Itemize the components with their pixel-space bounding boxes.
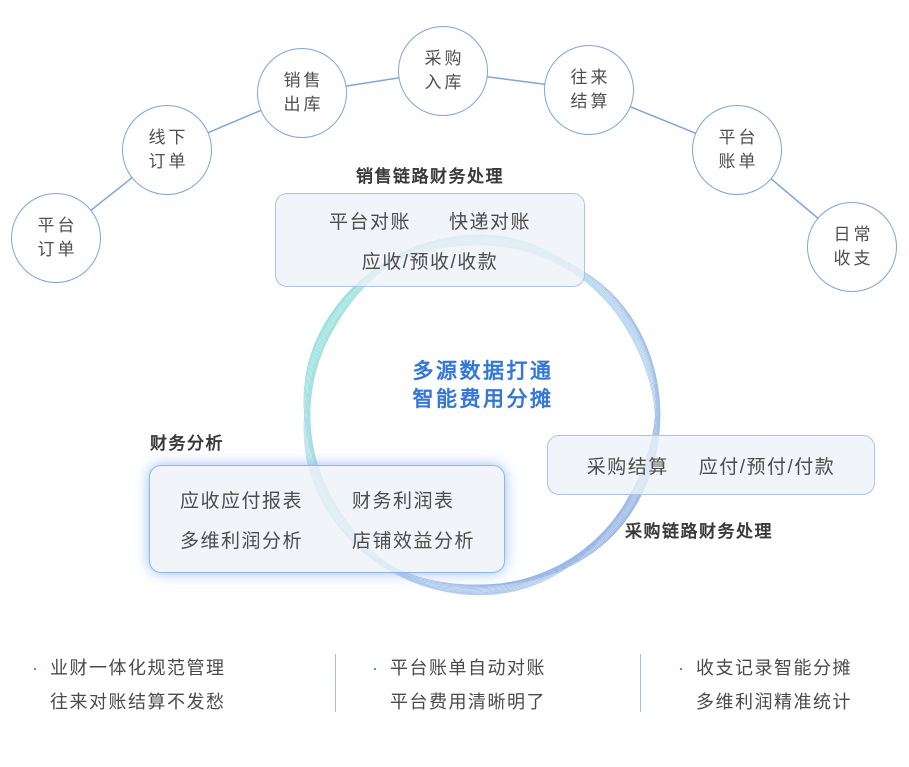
bullet-dot-icon: · (32, 658, 38, 678)
node-label: 出库 (283, 95, 324, 114)
footer-divider-2 (640, 654, 641, 712)
purchase-box-item: 采购结算 (586, 456, 669, 478)
footer-line: 平台费用清晰明了 (390, 692, 546, 712)
footer-line: 业财一体化规范管理 (50, 658, 226, 678)
sales-box-item: 平台对账 (328, 211, 411, 233)
finance-box-row2: 多维利润分析 店铺效益分析 (150, 526, 504, 553)
center-headline-line1: 多源数据打通 (412, 360, 554, 383)
sales-box-row2: 应收/预收/收款 (362, 247, 499, 274)
footer-line: 多维利润精准统计 (696, 692, 852, 712)
footer-item-text: 平台账单自动对账 平台费用清晰明了 (390, 651, 546, 719)
sales-chain-title: 销售链路财务处理 (356, 167, 504, 186)
finance-box-item: 财务利润表 (352, 490, 455, 512)
purchase-chain-box: 采购结算 应付/预付/付款 (547, 435, 875, 495)
node-daily-income-expense: 日常 收支 (807, 202, 897, 292)
node-offline-order: 线下 订单 (122, 105, 212, 195)
node-counterparty-settlement: 往来 结算 (544, 45, 634, 135)
node-platform-order: 平台 订单 (11, 193, 101, 283)
node-label: 收支 (833, 249, 874, 268)
node-sales-outbound: 销售 出库 (257, 48, 347, 138)
node-label: 日常 (833, 225, 874, 244)
node-platform-bill: 平台 账单 (692, 105, 782, 195)
footer-item-3: · 收支记录智能分摊 多维利润精准统计 (678, 651, 852, 719)
node-label: 采购 (424, 49, 465, 68)
footer-item-text: 收支记录智能分摊 多维利润精准统计 (696, 651, 852, 719)
finance-analysis-title: 财务分析 (150, 434, 224, 453)
node-label: 入库 (424, 73, 465, 92)
footer-line: 收支记录智能分摊 (696, 658, 852, 678)
sales-box-item: 快递对账 (449, 211, 532, 233)
node-label: 订单 (148, 152, 189, 171)
node-label: 订单 (37, 240, 78, 259)
node-label: 结算 (570, 92, 611, 111)
node-purchase-inbound: 采购 入库 (398, 26, 488, 116)
footer-item-2: · 平台账单自动对账 平台费用清晰明了 (372, 651, 546, 719)
footer-line: 平台账单自动对账 (390, 658, 546, 678)
node-label: 账单 (718, 152, 759, 171)
finance-analysis-box: 应收应付报表 财务利润表 多维利润分析 店铺效益分析 (149, 465, 505, 573)
finance-box-item: 多维利润分析 (180, 530, 304, 552)
sales-box-row1: 平台对账 快递对账 (329, 207, 531, 234)
node-label: 销售 (283, 71, 324, 90)
bullet-dot-icon: · (678, 658, 684, 678)
footer-divider-1 (335, 654, 336, 712)
finance-box-item: 店铺效益分析 (352, 530, 476, 552)
purchase-box-row1: 采购结算 应付/预付/付款 (587, 452, 836, 479)
node-label: 往来 (570, 68, 611, 87)
node-label: 平台 (37, 216, 78, 235)
node-label: 平台 (718, 128, 759, 147)
footer-line: 往来对账结算不发愁 (50, 692, 226, 712)
finance-box-item: 应收应付报表 (180, 490, 304, 512)
purchase-chain-title: 采购链路财务处理 (625, 522, 773, 541)
sales-chain-box: 平台对账 快递对账 应收/预收/收款 (275, 193, 585, 287)
purchase-box-item: 应付/预付/付款 (698, 456, 836, 478)
sales-box-item: 应收/预收/收款 (361, 251, 499, 273)
finance-box-row1: 应收应付报表 财务利润表 (150, 486, 504, 513)
node-label: 线下 (148, 128, 189, 147)
center-headline: 多源数据打通 智能费用分摊 (330, 358, 636, 414)
center-headline-line2: 智能费用分摊 (412, 388, 554, 411)
footer-item-1: · 业财一体化规范管理 往来对账结算不发愁 (32, 651, 226, 719)
bullet-dot-icon: · (372, 658, 378, 678)
footer-item-text: 业财一体化规范管理 往来对账结算不发愁 (50, 651, 226, 719)
